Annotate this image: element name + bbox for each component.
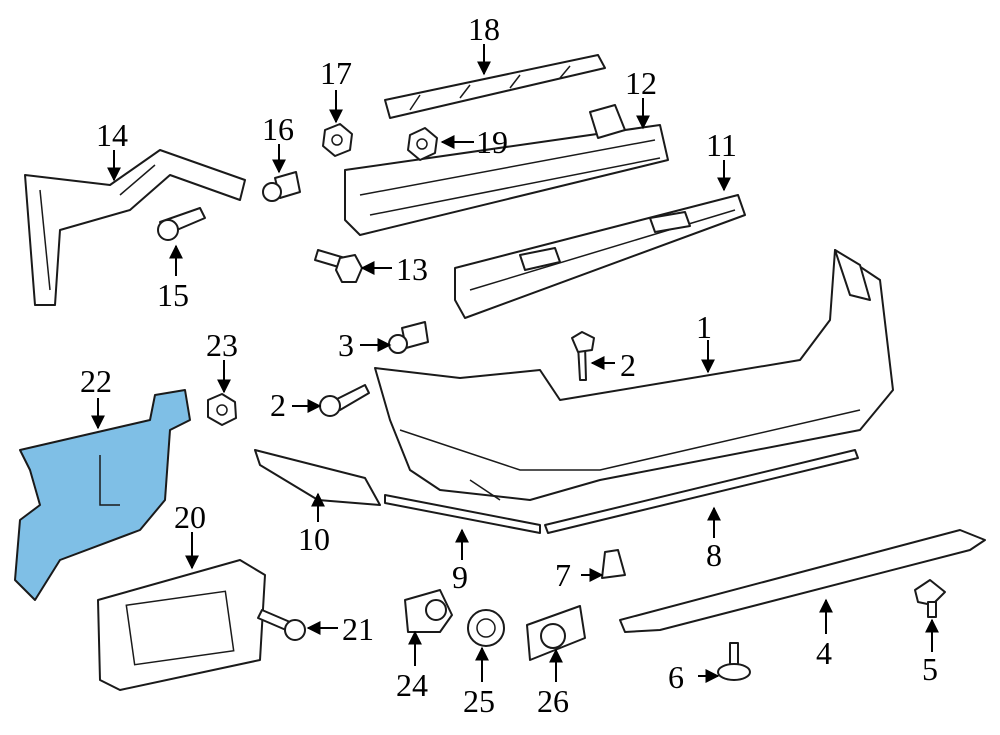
part-19-nut	[407, 127, 438, 161]
callout-14: 14	[96, 117, 128, 153]
part-10-trim-strip	[254, 449, 381, 506]
callout-15: 15	[157, 277, 189, 313]
callout-11: 11	[706, 127, 737, 163]
callout-19: 19	[476, 124, 508, 160]
part-9-lower-strip	[384, 494, 541, 534]
part-15-bolt	[157, 207, 206, 241]
part-1-bumper-cover	[374, 249, 894, 501]
callout-5: 5	[922, 651, 938, 687]
callout-25: 25	[463, 683, 495, 719]
part-23-nut	[207, 393, 237, 426]
leader-lines	[91, 44, 939, 683]
callout-22: 22	[80, 363, 112, 399]
part-17-nut	[322, 123, 353, 157]
callout-12: 12	[625, 65, 657, 101]
callout-2-b: 2	[270, 387, 286, 423]
part-21-bolt	[257, 609, 306, 641]
callout-2-a: 2	[620, 347, 636, 383]
part-11-energy-absorber	[454, 194, 746, 319]
callout-26: 26	[537, 683, 569, 719]
callout-9: 9	[452, 559, 468, 595]
part-5-retainer	[914, 579, 946, 618]
part-8-molding-strip	[544, 449, 859, 534]
part-24-parking-sensor	[404, 589, 453, 633]
callout-16: 16	[262, 111, 294, 147]
part-16-grommet	[262, 171, 301, 202]
part-7-clip	[601, 549, 626, 579]
part-4-valance	[619, 529, 986, 633]
callout-20: 20	[174, 499, 206, 535]
callout-24: 24	[396, 667, 428, 703]
part-26-sensor-holder	[526, 605, 586, 661]
part-14-side-bracket	[24, 149, 246, 306]
part-20-control-module	[97, 559, 266, 691]
callout-18: 18	[468, 11, 500, 47]
callout-labels: 1 2 2 3 4 5 6 7 8 9 10 11 12 13 14 15 16…	[80, 11, 938, 719]
part-18-bracket-strip	[384, 54, 606, 119]
part-12-impact-beam	[344, 104, 669, 236]
part-25-sensor-grommet	[467, 609, 505, 647]
callout-23: 23	[206, 327, 238, 363]
callout-10: 10	[298, 521, 330, 557]
part-3-grommet	[388, 321, 429, 354]
part-13-bolt	[314, 249, 363, 283]
callout-4: 4	[816, 635, 832, 671]
callout-6: 6	[668, 659, 684, 695]
callout-7: 7	[555, 557, 571, 593]
part-22-bracket-highlighted	[14, 389, 191, 601]
callout-8: 8	[706, 537, 722, 573]
part-6-bolt	[717, 642, 751, 681]
callout-13: 13	[396, 251, 428, 287]
callout-1: 1	[696, 309, 712, 345]
callout-3: 3	[338, 327, 354, 363]
callout-21: 21	[342, 611, 374, 647]
part-2-screw-a	[571, 331, 595, 381]
callout-17: 17	[320, 55, 352, 91]
part-2-screw-b	[319, 384, 370, 417]
